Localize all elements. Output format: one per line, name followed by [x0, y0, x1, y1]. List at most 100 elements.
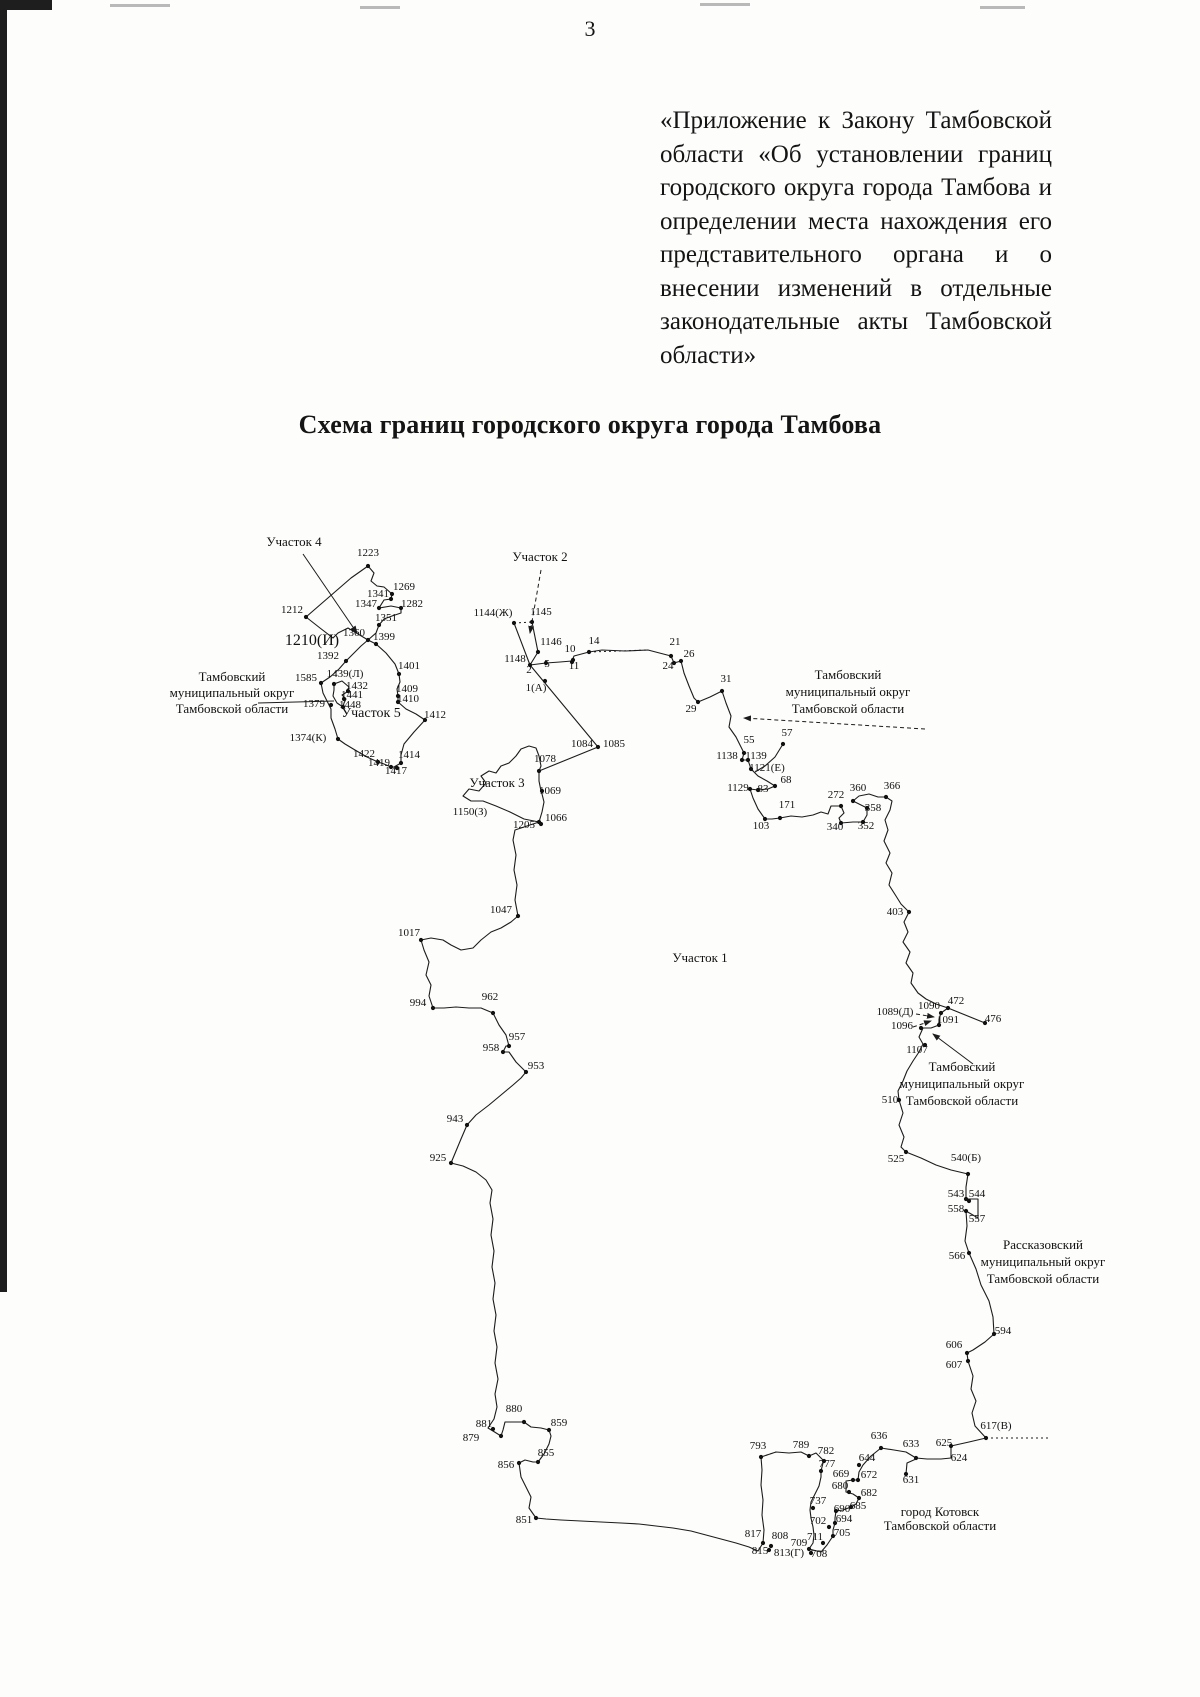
survey-point-label: 1084 [571, 738, 594, 750]
survey-point-label: 1089(Д) [877, 1006, 914, 1018]
survey-point-label: 1150(З) [453, 806, 488, 818]
survey-point-dot [965, 1171, 971, 1177]
survey-point-dot [536, 768, 542, 774]
survey-point-dot [523, 1069, 529, 1075]
survey-point-label: 813(Г) [774, 1547, 805, 1559]
survey-point-label: 817 [745, 1528, 762, 1540]
survey-point-dot [762, 816, 768, 822]
survey-point-dot [760, 1540, 766, 1546]
survey-point-dot [982, 1020, 988, 1026]
survey-point-dot [739, 757, 745, 763]
survey-point-label: 1138 [716, 750, 738, 762]
survey-point-dot [883, 794, 889, 800]
uchastok-4-arrow [302, 553, 358, 634]
survey-point-dot [542, 678, 548, 684]
survey-point-label: 1096 [891, 1020, 914, 1032]
survey-point-label: 1047 [490, 904, 513, 916]
survey-point-dot [922, 1042, 928, 1048]
survey-point-label: 711 [807, 1531, 823, 1543]
preamble-word: Тамбовской [925, 107, 1052, 134]
scan-artifact-left-bar [0, 0, 7, 1292]
region-e-label: Тамбовской области [906, 1093, 1018, 1108]
survey-point-dot [569, 659, 575, 665]
area-label: Участок 3 [469, 775, 524, 790]
survey-point-dot [821, 1458, 827, 1464]
survey-point-dot [533, 1515, 539, 1521]
survey-point-dot [398, 760, 404, 766]
survey-point-label: 1347 [355, 598, 378, 610]
point-1096-leader [912, 1020, 932, 1028]
survey-point-label: 476 [985, 1013, 1002, 1025]
survey-point-dot [906, 909, 912, 915]
survey-point-label: 1205 [513, 819, 536, 831]
survey-point-label: 943 [447, 1113, 464, 1125]
survey-point-label: 171 [779, 799, 796, 811]
boundary-path [754, 743, 784, 773]
region-kotovsk-label: город Котовск [901, 1504, 980, 1519]
survey-point-dot [586, 649, 592, 655]
survey-point-dot [903, 1149, 909, 1155]
preamble-word: в [910, 274, 923, 302]
preamble-word: законодательные [660, 308, 840, 335]
preamble-word: установлении [816, 140, 964, 168]
survey-point-label: 11 [569, 660, 580, 672]
survey-point-label: 1085 [603, 738, 626, 750]
preamble-word: округа [783, 174, 855, 201]
survey-point-dot [373, 641, 379, 647]
survey-point-dot [830, 1533, 836, 1539]
survey-point-label: 1090 [918, 1000, 941, 1012]
survey-point-label: 1107 [906, 1044, 928, 1056]
preamble-word: внесении [660, 274, 760, 302]
survey-point-label: 525 [888, 1153, 905, 1165]
survey-point-dot [538, 821, 544, 827]
preamble-word: «Приложение [660, 107, 807, 134]
survey-point-label: 694 [836, 1513, 853, 1525]
survey-point-dot [671, 660, 677, 666]
survey-point-label: 682 [861, 1487, 878, 1499]
survey-point-label: 83 [758, 783, 770, 795]
region-e-label: муниципальный округ [900, 1076, 1025, 1091]
survey-point-dot [938, 1010, 944, 1016]
survey-point-dot [948, 1443, 954, 1449]
survey-point-label: 644 [859, 1452, 876, 1464]
area-label: Участок 1 [672, 950, 727, 965]
survey-point-label: 705 [834, 1527, 851, 1539]
boundary-path [947, 1007, 986, 1024]
survey-point-dot [860, 819, 866, 825]
survey-point-label: 1066 [545, 812, 568, 824]
survey-point-label: 29 [686, 703, 698, 715]
survey-point-label: 708 [811, 1548, 828, 1560]
survey-point-dot [396, 671, 402, 677]
preamble-word: о [1039, 241, 1052, 268]
survey-point-dot [903, 1471, 909, 1477]
preamble-line: области» [660, 341, 757, 369]
survey-point-dot [668, 653, 674, 659]
survey-point-label: 1139 [745, 750, 767, 762]
survey-point-dot [755, 787, 761, 793]
area-label: Участок 4 [266, 534, 322, 549]
survey-point-label: 1414 [398, 749, 421, 761]
survey-point-label: 1392 [317, 650, 339, 662]
survey-point-label: 340 [827, 821, 844, 833]
scan-artifact-top-3 [700, 3, 750, 6]
survey-point-label: 1374(К) [290, 732, 327, 744]
survey-point-label: 1409 [396, 683, 419, 695]
survey-point-label: 5 [544, 658, 550, 670]
region-nw-label: муниципальный округ [170, 685, 295, 700]
survey-point-label: 672 [861, 1469, 878, 1481]
survey-point-label: 1121(Е) [749, 762, 785, 774]
survey-point-dot [838, 820, 844, 826]
survey-point-label: 1441 [341, 689, 363, 701]
preamble-word: места [807, 207, 869, 235]
preamble-word: органа [893, 241, 964, 268]
survey-point-dot [780, 741, 786, 747]
survey-point-dot [745, 757, 751, 763]
survey-point-label: 856 [498, 1459, 515, 1471]
survey-point-dot [422, 717, 428, 723]
